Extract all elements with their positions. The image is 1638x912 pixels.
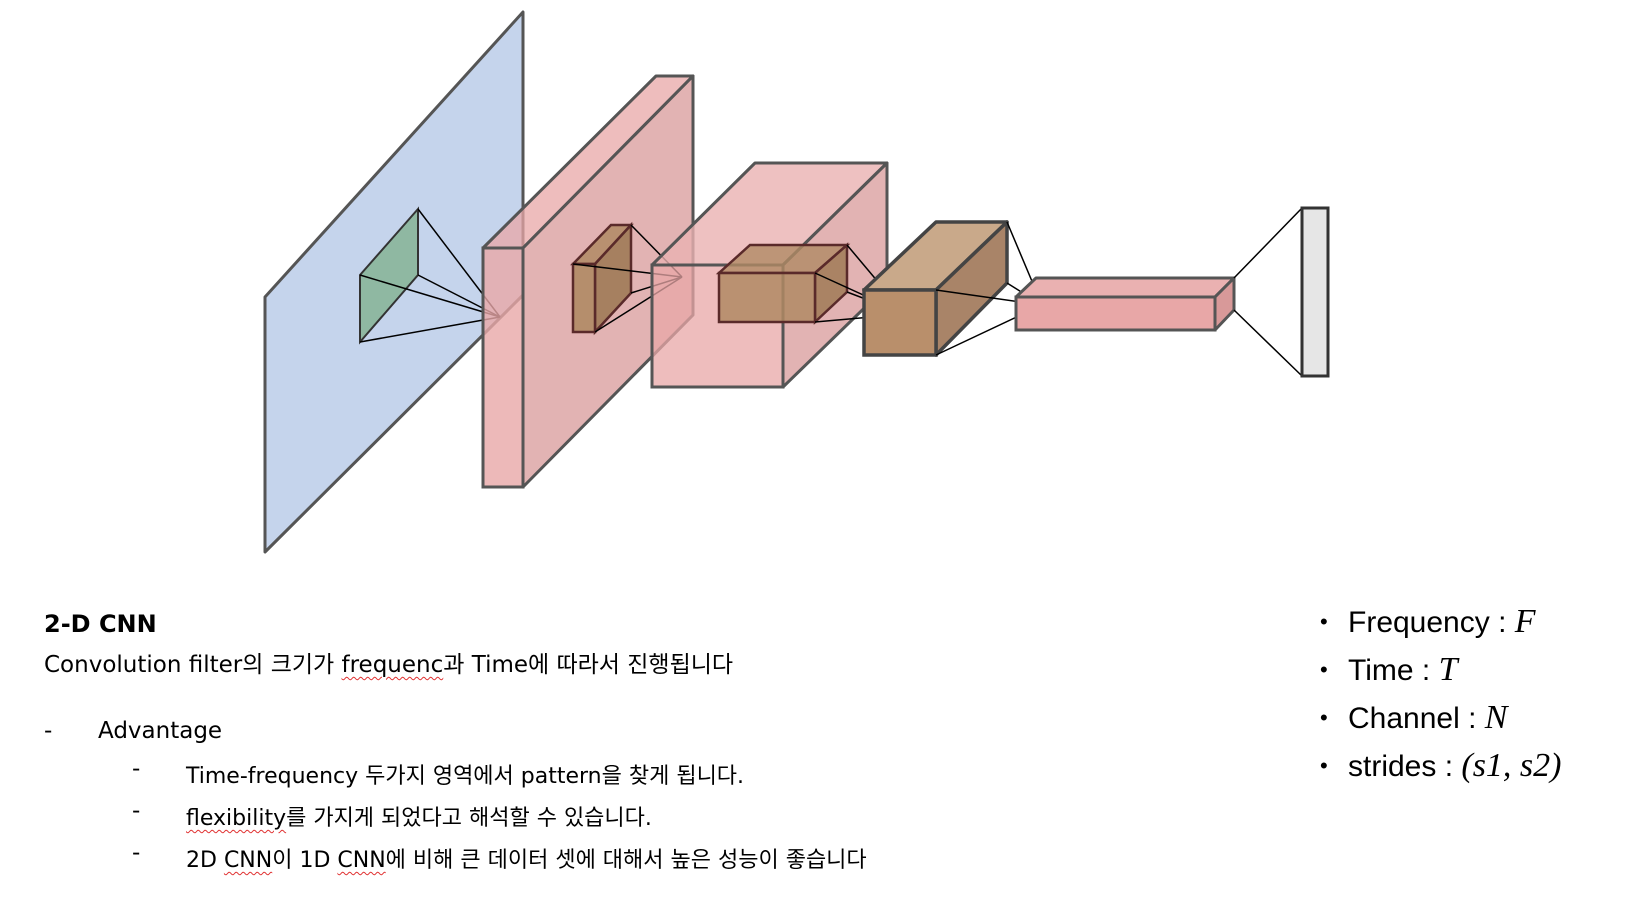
advantage-item-3-part: 에 비해 큰 데이터 셋에 대해서 높은 성능이 좋습니다 [385,848,867,873]
legend-item-time: • Time : T [1320,646,1561,694]
cnn-architecture-diagram [263,10,1330,554]
misspelled-word: CNN [223,848,273,873]
bullet-icon: • [1320,657,1328,683]
dense-layer [1014,207,1303,377]
input-conv-filter [359,206,501,345]
advantage-label: Advantage [98,718,223,744]
variable-legend: • Frequency : F • Time : T • Channel : N • s… [1320,598,1561,790]
bullet-icon: • [1320,753,1328,779]
advantage-item-1: Time-frequency 두가지 영역에서 pattern을 찾게 됩니다. [186,764,745,789]
feature-map-3 [862,220,1043,357]
conv-filter-2 [715,242,906,325]
section-heading: 2-D CNN [44,610,157,638]
misspelled-word: flexibility [186,806,287,831]
advantage-item-3-part: 이 1D [272,848,338,873]
legend-label: Channel : [1348,702,1485,735]
legend-math: T [1438,651,1458,688]
conv-filter-1 [570,221,683,336]
bullet-icon: • [1320,609,1328,635]
bullet-icon: • [1320,705,1328,731]
output-layer [1300,206,1330,378]
legend-math: (s1, s2) [1461,747,1562,784]
advantage-item-2: flexibility를 가지게 되었다고 해석할 수 있습니다. [186,800,652,832]
advantage-item-2-rest: 를 가지게 되었다고 해석할 수 있습니다. [286,806,652,831]
legend-math: N [1484,699,1508,736]
advantage-item-3: 2D CNN이 1D CNN에 비해 큰 데이터 셋에 대해서 높은 성능이 좋… [186,842,867,874]
list-dash: - [44,718,53,744]
legend-label: strides : [1348,750,1462,783]
legend-label: Frequency : [1348,606,1515,639]
misspelled-word: frequenc [341,652,444,678]
description-part-2: 과 Time에 따라서 진행됩니다 [443,652,734,678]
legend-item-frequency: • Frequency : F [1320,598,1561,646]
sub-list-dash: - [132,798,141,824]
description-part-1: Convolution filter의 크기가 [44,652,342,678]
sub-list-dash: - [132,840,141,866]
sub-list-dash: - [132,756,141,782]
legend-item-channel: • Channel : N [1320,694,1561,742]
legend-math: F [1514,603,1536,640]
legend-item-strides: • strides : (s1, s2) [1320,742,1561,790]
description-line: Convolution filter의 크기가 frequenc과 Time에 … [44,645,733,679]
misspelled-word: CNN [337,848,386,873]
advantage-item-3-part: 2D [186,848,224,873]
legend-label: Time : [1348,654,1439,687]
